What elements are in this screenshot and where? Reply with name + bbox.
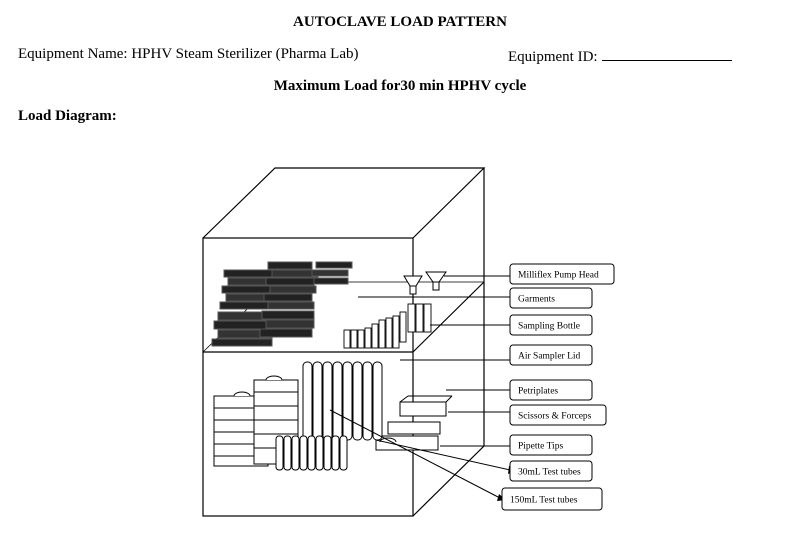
- diagram-labels: Milliflex Pump Head Garments Sampling Bo…: [501, 263, 615, 511]
- label-milliflex-pump-head: Milliflex Pump Head: [509, 263, 615, 285]
- test-tubes-30ml: [275, 435, 348, 471]
- equipment-id-blank[interactable]: [601, 46, 732, 61]
- leader-lines: [329, 275, 511, 499]
- label-text: Petriplates: [518, 387, 558, 397]
- label-pipette-tips: Pipette Tips: [509, 434, 593, 456]
- label-text: Sampling Bottle: [518, 322, 580, 332]
- petriplates-stacks: [213, 375, 299, 467]
- equipment-id-label: Equipment ID:: [508, 49, 598, 65]
- chamber-front-face: [202, 237, 414, 517]
- label-sampling-bottle: Sampling Bottle: [509, 314, 593, 336]
- pipette-tips-box: [387, 421, 441, 435]
- document-title: AUTOCLAVE LOAD PATTERN: [293, 14, 507, 30]
- label-text: Scissors & Forceps: [518, 412, 592, 422]
- label-150ml-test-tubes: 150mL Test tubes: [501, 487, 603, 511]
- test-tubes-150ml: [302, 361, 383, 441]
- label-scissors-forceps: Scissors & Forceps: [509, 404, 607, 426]
- label-30ml-test-tubes: 30mL Test tubes: [509, 460, 593, 482]
- label-text: 150mL Test tubes: [510, 496, 578, 506]
- label-air-sampler-lid: Air Sampler Lid: [509, 344, 593, 366]
- label-garments: Garments: [509, 287, 593, 309]
- label-petriplates: Petriplates: [509, 379, 593, 401]
- equipment-id-line: Equipment ID:: [508, 46, 732, 66]
- milliflex-pump-heads: [403, 271, 447, 295]
- equipment-name-label: Equipment Name:: [18, 46, 128, 62]
- label-text: Pipette Tips: [518, 442, 563, 452]
- document-subtitle: Maximum Load for30 min HPHV cycle: [273, 78, 527, 94]
- equipment-name-line: Equipment Name: HPHV Steam Sterilizer (P…: [18, 46, 358, 63]
- label-text: Air Sampler Lid: [518, 352, 581, 362]
- sampling-bottles: [343, 303, 432, 349]
- garments-stack: [211, 261, 353, 347]
- equipment-name-value: HPHV Steam Sterilizer (Pharma Lab): [131, 46, 359, 62]
- label-text: Milliflex Pump Head: [518, 270, 599, 281]
- scissors-forceps-box: [399, 395, 453, 417]
- label-text: Garments: [518, 295, 555, 305]
- label-text: 30mL Test tubes: [518, 468, 581, 478]
- chamber-top-face: [202, 167, 486, 239]
- shelf-side-edge: [412, 281, 485, 353]
- section-heading: Load Diagram:: [18, 108, 117, 124]
